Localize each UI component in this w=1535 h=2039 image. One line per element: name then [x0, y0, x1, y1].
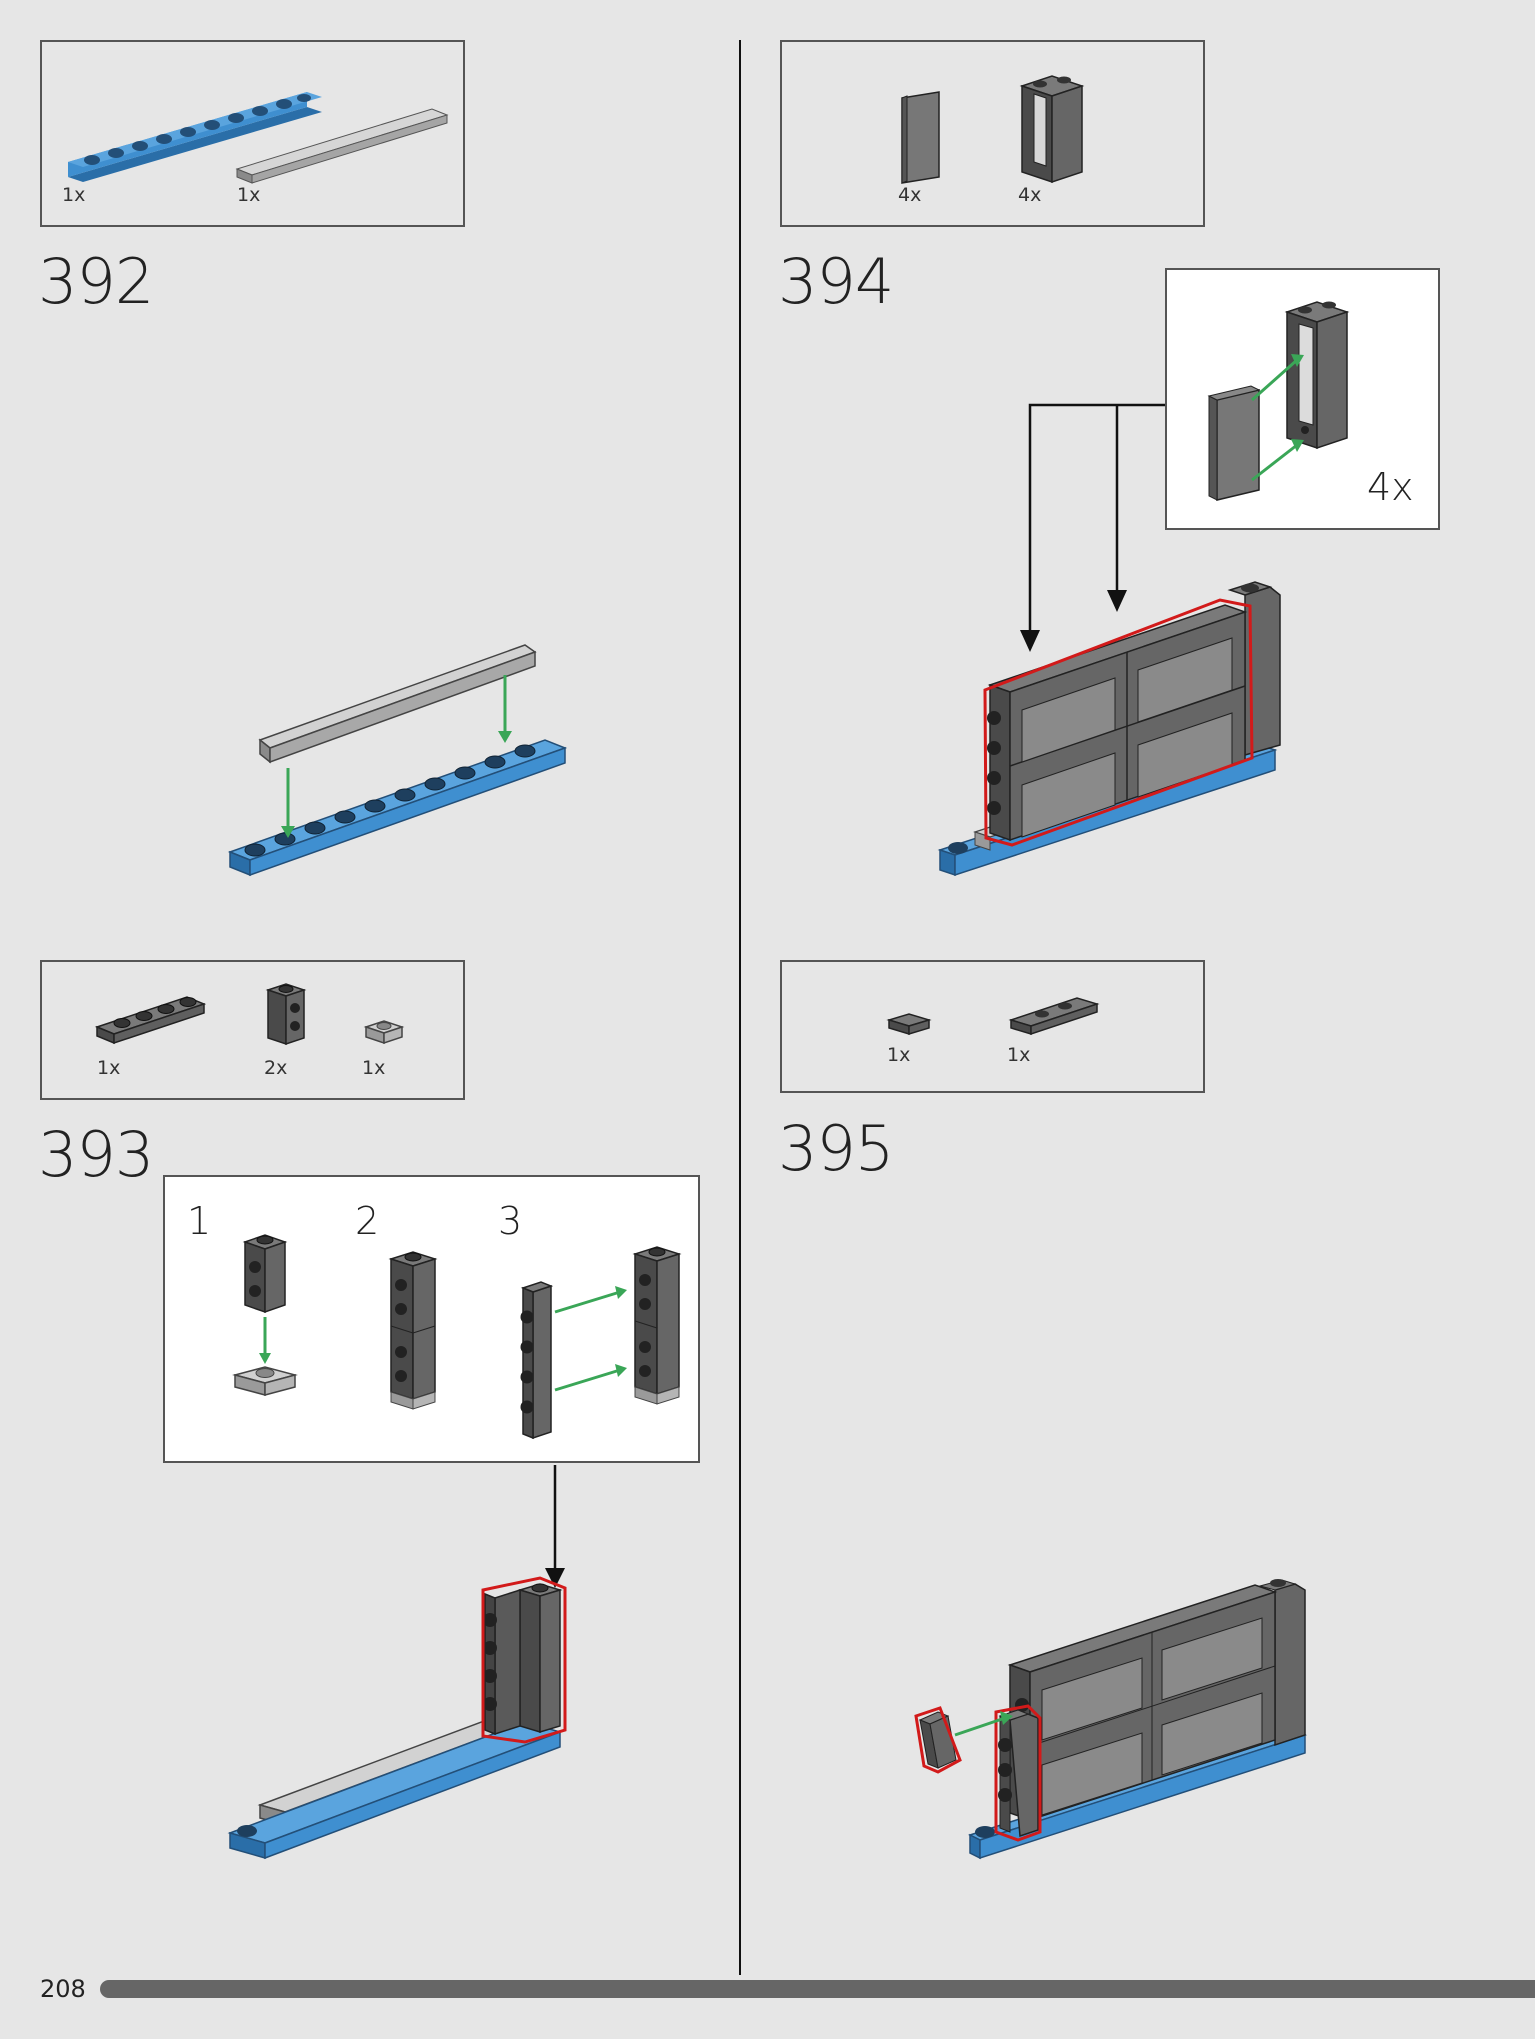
progress-bar [100, 1980, 1535, 1998]
window-frame-icon [1019, 75, 1085, 184]
step-number-393: 393 [38, 1118, 154, 1191]
substep-2-illustration [388, 1251, 438, 1410]
substep-number: 1 [187, 1199, 212, 1243]
gray-plate-1x4-icon [94, 996, 207, 1045]
callout-quantity: 4x [1367, 465, 1414, 509]
qty-label: 4x [1018, 184, 1042, 206]
step-392-illustration [227, 644, 568, 877]
step-394-illustration [937, 403, 1281, 877]
light-gray-plate-1x1-icon [363, 1020, 405, 1045]
step-393-illustration [227, 1465, 567, 1860]
parts-box-393: 1x 2x 1x [40, 960, 465, 1100]
step-number-395: 395 [778, 1112, 894, 1185]
window-assembly-illustration [1207, 301, 1350, 501]
gray-brick-1x1-icon [265, 983, 307, 1046]
gray-tile-1x1-icon [886, 1013, 932, 1036]
blue-plate-1x10-icon [68, 92, 322, 182]
substep-3-illustration [520, 1246, 682, 1440]
parts-box-392: 1x 1x [40, 40, 465, 227]
page-number: 208 [40, 1975, 86, 2003]
qty-label: 1x [887, 1044, 911, 1066]
qty-label: 1x [62, 184, 86, 206]
gray-plate-1x3-jumper-icon [1008, 997, 1100, 1036]
qty-label: 4x [898, 184, 922, 206]
qty-label: 1x [1007, 1044, 1031, 1066]
step-395-illustration [914, 1579, 1307, 1860]
qty-label: 1x [362, 1057, 386, 1079]
column-divider [739, 40, 741, 1975]
gray-tile-1x10-icon [235, 108, 449, 184]
qty-label: 1x [97, 1057, 121, 1079]
subassembly-callout-394: 4x [1165, 268, 1440, 530]
substep-1-illustration [232, 1234, 298, 1396]
glass-pane-icon [901, 91, 940, 184]
step-number-394: 394 [778, 245, 894, 318]
substep-number: 3 [498, 1199, 523, 1243]
step-number-392: 392 [38, 245, 154, 318]
subassembly-callout-393: 1 2 3 [163, 1175, 700, 1463]
parts-box-395: 1x 1x [780, 960, 1205, 1093]
parts-box-394: 4x 4x [780, 40, 1205, 227]
qty-label: 2x [264, 1057, 288, 1079]
substep-number: 2 [355, 1199, 380, 1243]
qty-label: 1x [237, 184, 261, 206]
